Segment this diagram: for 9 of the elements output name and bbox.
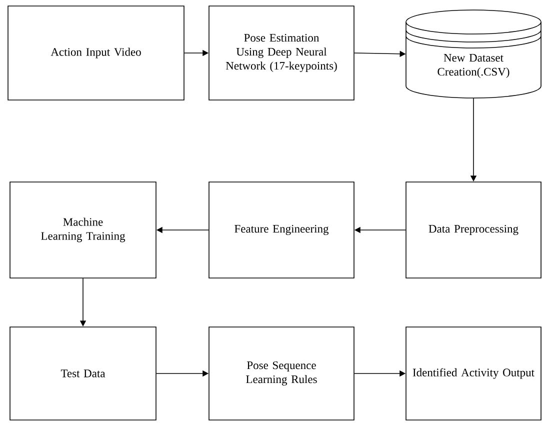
process-box: Action Input Video xyxy=(8,6,184,100)
process-box: Feature Engineering xyxy=(208,182,354,278)
process-box: Pose Estimation Using Deep Neural Network (17-keypoints) xyxy=(208,6,354,100)
process-box: Test Data xyxy=(10,326,156,420)
database-cylinder: New Dataset Creation(.CSV) xyxy=(406,10,542,98)
process-box: Machine Learning Training xyxy=(10,182,156,278)
process-box: Pose Sequence Learning Rules xyxy=(208,326,354,420)
process-box: Data Preprocessing xyxy=(406,182,542,278)
process-box: Identified Activity Output xyxy=(406,326,542,420)
